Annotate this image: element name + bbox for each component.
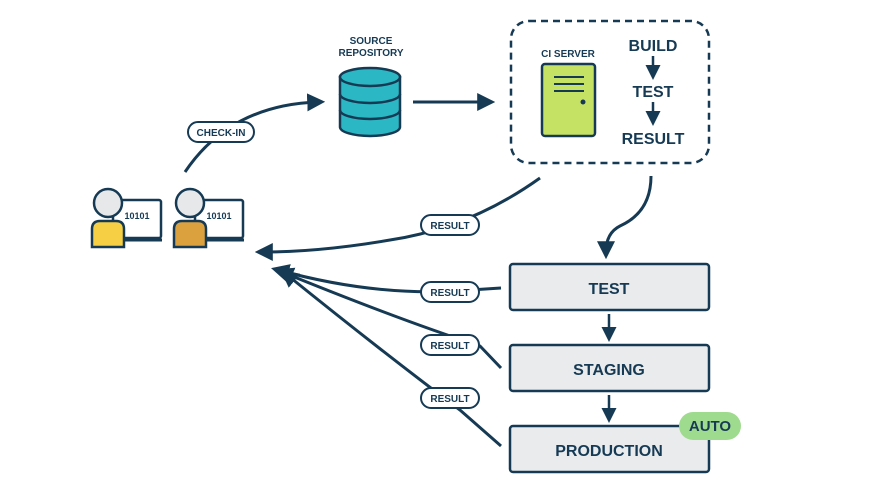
checkin-label: CHECK-IN (197, 128, 246, 139)
source-repo-label-line2: REPOSITORY (338, 48, 403, 59)
staging-result-pill: RESULT (420, 334, 480, 356)
staging-result-label: RESULT (430, 341, 469, 352)
developer-head-1 (92, 187, 124, 219)
database-icon (338, 66, 402, 138)
stage-staging-label: STAGING (573, 362, 645, 379)
ci-step-build: BUILD (629, 38, 678, 55)
stage-staging: STAGING (508, 343, 711, 393)
laptop-screen-text-1: 10101 (124, 211, 149, 221)
developer-2: 10101 (172, 187, 245, 249)
stage-test-label: TEST (589, 281, 630, 298)
ci-result-label: RESULT (430, 221, 469, 232)
ci-result-pill: RESULT (420, 214, 480, 236)
developer-body-1 (90, 219, 126, 249)
ci-step-result: RESULT (622, 131, 685, 148)
auto-badge-label: AUTO (689, 418, 732, 435)
developer-1: 10101 (90, 187, 163, 249)
checkin-pill: CHECK-IN (187, 121, 255, 143)
server-icon (540, 62, 597, 138)
developer-head-2 (174, 187, 206, 219)
ci-to-pipeline-arrow (597, 175, 653, 260)
ci-result-arrow (254, 176, 541, 261)
developer-body-2 (172, 219, 208, 249)
test-result-pill: RESULT (420, 281, 480, 303)
stage-production: PRODUCTION (508, 424, 711, 474)
source-repo-label-line1: SOURCE (350, 36, 393, 47)
stage-test: TEST (508, 262, 711, 312)
ci-step-test: TEST (633, 84, 674, 101)
auto-badge: AUTO (679, 412, 741, 440)
stage-production-label: PRODUCTION (555, 443, 663, 460)
test-result-label: RESULT (430, 288, 469, 299)
production-result-pill: RESULT (420, 387, 480, 409)
laptop-screen-text-2: 10101 (206, 211, 231, 221)
ci-server-box (509, 19, 711, 165)
ci-server-label: CI SERVER (541, 49, 595, 60)
production-result-label: RESULT (430, 394, 469, 405)
